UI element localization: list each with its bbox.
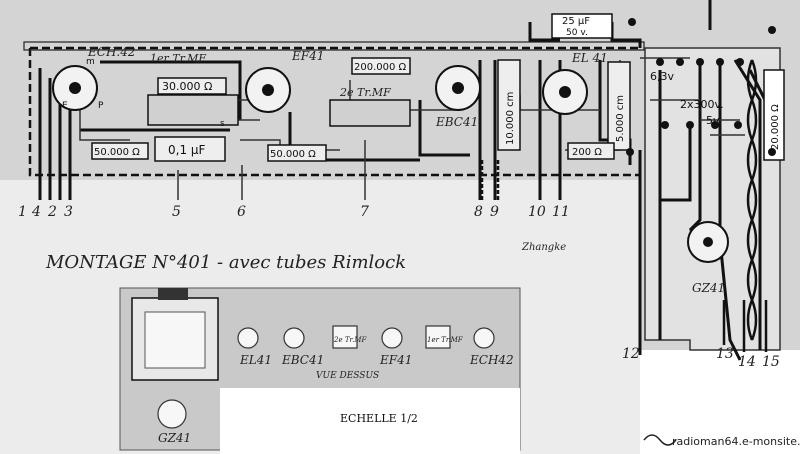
label-heater-voltage: 6,3v [650, 70, 674, 83]
label-r3: 50.000 Ω [270, 149, 316, 160]
top-view-caption: VUE DESSUS [316, 371, 379, 381]
watermark-wave-icon [643, 434, 677, 446]
capacitor-c2 [497, 59, 521, 151]
wire-number-13: 13 [716, 346, 734, 362]
power-panel [644, 47, 781, 351]
label-if2: 2e Tr.MF [339, 86, 391, 99]
wire-number-9: 9 [490, 204, 499, 220]
label-tube-el41: EL 41 [571, 51, 608, 65]
wire-number-6: 6 [237, 204, 246, 220]
top-view-label-ef41: EF41 [379, 353, 412, 367]
label-tube-ech42: ECH.42 [87, 45, 136, 59]
top-view-label-if2: 2e Tr.MF [333, 336, 367, 344]
top-view-labels: EL41 EBC41 2e Tr.MF EF41 1er Tr.MF ECH42… [158, 336, 514, 445]
wire-number-7: 7 [360, 204, 369, 220]
label-tube-ef41: EF41 [291, 49, 324, 63]
wire-number-8: 8 [474, 204, 483, 220]
terminals [626, 18, 776, 156]
signature: Zhangke [521, 242, 566, 253]
tube-gz41 [687, 221, 729, 263]
label-r1: 30.000 Ω [162, 80, 212, 93]
tube-ech42 [52, 65, 98, 111]
label-c1: 0,1 μF [168, 143, 206, 157]
pin-label-e: E [62, 101, 68, 111]
top-view-transformer-core [144, 311, 206, 369]
watermark: radioman64.e-monsite.com [672, 435, 800, 448]
scale-area [220, 388, 520, 454]
label-tube-ebc41: EBC41 [435, 115, 478, 129]
label-r5: 200 Ω [572, 147, 602, 158]
top-view-sockets [157, 325, 495, 429]
label-c4: 25 μF [562, 16, 590, 27]
pin-label-p: P [98, 101, 104, 111]
watermark-area [640, 350, 800, 454]
top-view-label-gz41: GZ41 [158, 431, 191, 445]
label-ht-voltage: 2x300v. [680, 98, 724, 111]
if2-transformer [329, 99, 411, 127]
label-r2: 50.000 Ω [94, 147, 140, 158]
wire-number-4: 4 [31, 204, 41, 220]
resistor-r1 [157, 77, 227, 95]
wire-number-3: 3 [64, 204, 73, 220]
top-view-label-ech42: ECH42 [469, 353, 514, 367]
tube-ebc41 [435, 65, 481, 111]
capacitor-c1 [154, 136, 226, 162]
pin-label-s: s [220, 119, 225, 129]
tube-el41 [542, 69, 588, 115]
label-if1: 1er Tr.MF [150, 52, 206, 65]
twisted-pair-b [746, 59, 758, 341]
resistor-r5 [567, 142, 615, 160]
resistor-r3 [267, 144, 327, 162]
label-r4: 200.000 Ω [354, 62, 407, 73]
chassis-edge [23, 41, 645, 51]
if1-transformer [147, 94, 239, 126]
label-c4-voltage: 50 v. [566, 28, 588, 38]
diagram-title: MONTAGE N°401 - avec tubes Rimlock [45, 252, 406, 273]
wire-number-5: 5 [172, 204, 181, 220]
wire-number-1: 1 [18, 204, 27, 220]
twisted-pair-a [746, 59, 758, 341]
top-view-label-ebc41: EBC41 [281, 353, 324, 367]
label-r6: 20.000 Ω [770, 104, 781, 150]
chassis-outline [28, 46, 640, 177]
wire-numbers: 1 4 2 3 5 6 7 8 9 10 11 12 13 14 15 [18, 204, 780, 370]
wire-number-11: 11 [552, 204, 570, 220]
resistor-r2 [91, 142, 149, 160]
label-c3: 5.000 cm [615, 95, 626, 142]
wire-number-2: 2 [47, 204, 57, 220]
top-view-label-if1: 1er Tr.MF [427, 336, 464, 344]
top-view-label-el41: EL41 [239, 353, 272, 367]
scale-label: ECHELLE 1/2 [340, 412, 418, 425]
wire-number-10: 10 [528, 204, 546, 220]
pin-label-m: m [86, 57, 95, 67]
wire-number-12: 12 [622, 346, 640, 362]
label-c2: 10.000 cm [505, 92, 516, 145]
wire-number-14: 14 [738, 354, 756, 370]
resistor-r4 [351, 57, 411, 75]
capacitor-c3 [607, 61, 631, 151]
label-tube-gz41: GZ41 [692, 281, 725, 295]
top-view-transformer-tabs [158, 288, 188, 300]
wire-stubs [480, 160, 768, 352]
resistor-r6 [763, 69, 785, 161]
capacitor-c4 [551, 13, 613, 39]
label-rect-voltage: 5v. [706, 114, 722, 127]
tube-ef41 [245, 67, 291, 113]
wire-number-15: 15 [762, 354, 780, 370]
